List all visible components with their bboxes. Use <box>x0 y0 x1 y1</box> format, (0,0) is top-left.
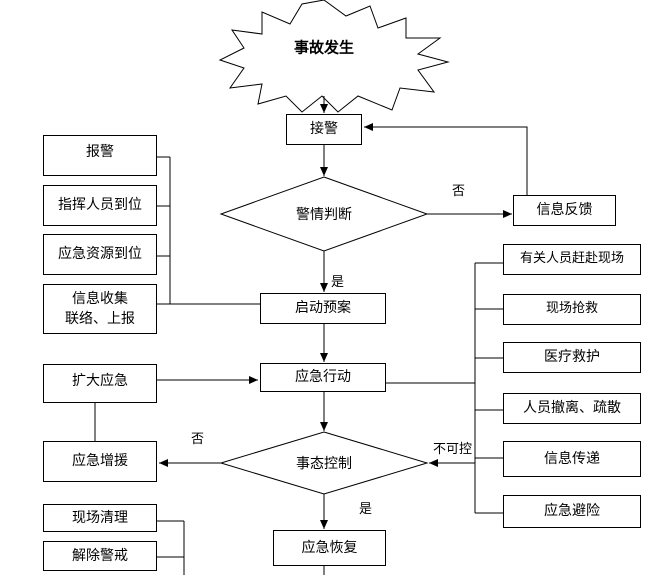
edge-feedback-jiejing <box>364 123 528 195</box>
judge-label: 警情判断 <box>296 207 352 223</box>
start-starburst <box>218 0 450 113</box>
node-plan: 启动预案 <box>260 293 386 324</box>
node-feedback: 信息反馈 <box>513 195 616 226</box>
start-label: 事故发生 <box>293 38 355 57</box>
box-rush-to-scene: 有关人员赶赴现场 <box>503 244 641 275</box>
label-yes-2: 是 <box>359 502 373 517</box>
box-reinforce: 应急增援 <box>43 441 157 482</box>
node-recover: 应急恢复 <box>273 530 386 566</box>
box-rescue: 现场抢救 <box>503 294 641 325</box>
box-baojing: 报警 <box>43 135 157 176</box>
info-collect-line2: 联络、上报 <box>65 311 135 327</box>
node-jiejing: 接警 <box>286 114 362 145</box>
box-resources: 应急资源到位 <box>43 234 157 275</box>
box-transmit: 信息传递 <box>503 441 641 477</box>
box-evacuate: 人员撤离、疏散 <box>503 393 641 424</box>
info-collect-line1: 信息收集 <box>72 290 128 307</box>
label-no-2: 否 <box>191 432 205 447</box>
box-avoid: 应急避险 <box>503 495 641 528</box>
box-medical: 医疗救护 <box>503 342 641 373</box>
box-lift-alert: 解除警戒 <box>43 541 157 571</box>
label-yes-1: 是 <box>331 275 345 290</box>
node-action: 应急行动 <box>260 363 386 392</box>
box-cleanup: 现场清理 <box>43 504 157 532</box>
control-label: 事态控制 <box>296 456 352 472</box>
label-uncontrollable: 不可控 <box>433 442 473 457</box>
box-info-collect: 信息收集 联络、上报 <box>43 284 157 334</box>
box-commander: 指挥人员到位 <box>43 185 157 226</box>
label-no-1: 否 <box>452 184 466 199</box>
box-expand: 扩大应急 <box>43 364 157 403</box>
